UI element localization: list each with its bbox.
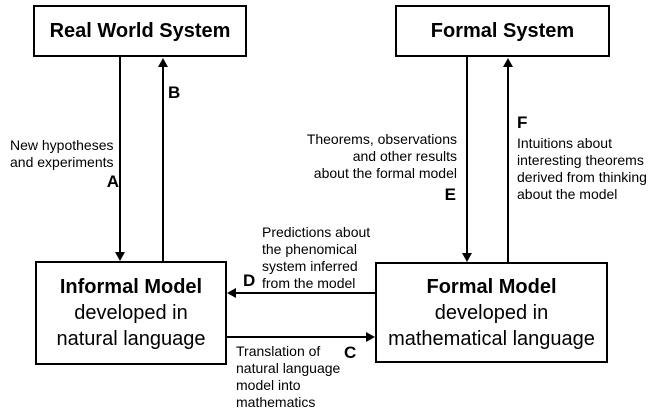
box-formal-model-subtitle: developed in mathematical language xyxy=(388,301,595,350)
arrow-f-label: F xyxy=(517,113,528,132)
arrow-f-annotation: Intuitions about interesting theorems de… xyxy=(517,135,647,202)
arrow-b-stem xyxy=(162,66,164,261)
arrow-e-stem xyxy=(466,57,468,254)
box-informal-model: Informal Model developed in natural lang… xyxy=(35,261,227,365)
box-formal-system-title: Formal System xyxy=(430,20,575,42)
arrow-a-annotation: New hypotheses and experiments xyxy=(10,137,114,170)
arrow-a-label: A xyxy=(106,172,119,191)
arrow-e-label: E xyxy=(444,185,456,204)
box-informal-model-title: Informal Model xyxy=(59,276,203,298)
box-formal-model: Formal Model developed in mathematical l… xyxy=(375,262,608,363)
arrow-c-stem xyxy=(227,336,366,338)
arrow-d-head-left-icon xyxy=(227,288,236,298)
arrow-d-label: D xyxy=(243,271,256,290)
arrow-f-stem xyxy=(507,66,509,262)
box-real-world-system: Real World System xyxy=(33,5,247,57)
arrow-e-annotation: Theorems, observations and other results… xyxy=(306,131,457,181)
arrow-a-stem xyxy=(119,57,121,253)
arrow-c-annotation: Translation of natural language model in… xyxy=(236,343,341,410)
arrow-b-head-up-icon xyxy=(158,58,168,67)
arrow-d-stem xyxy=(236,292,375,294)
arrow-a-head-down-icon xyxy=(115,252,125,261)
box-formal-model-title: Formal Model xyxy=(426,275,557,298)
arrow-b-label: B xyxy=(168,83,181,102)
box-formal-system: Formal System xyxy=(395,5,610,57)
box-informal-model-subtitle: developed in natural language xyxy=(56,302,206,350)
box-real-world-system-title: Real World System xyxy=(49,20,231,42)
arrow-c-head-right-icon xyxy=(366,332,375,342)
arrow-e-head-down-icon xyxy=(462,253,472,262)
arrow-c-label: C xyxy=(344,343,357,362)
arrow-f-head-up-icon xyxy=(503,58,513,67)
arrow-d-annotation: Predictions about the phenomical system … xyxy=(262,224,371,291)
